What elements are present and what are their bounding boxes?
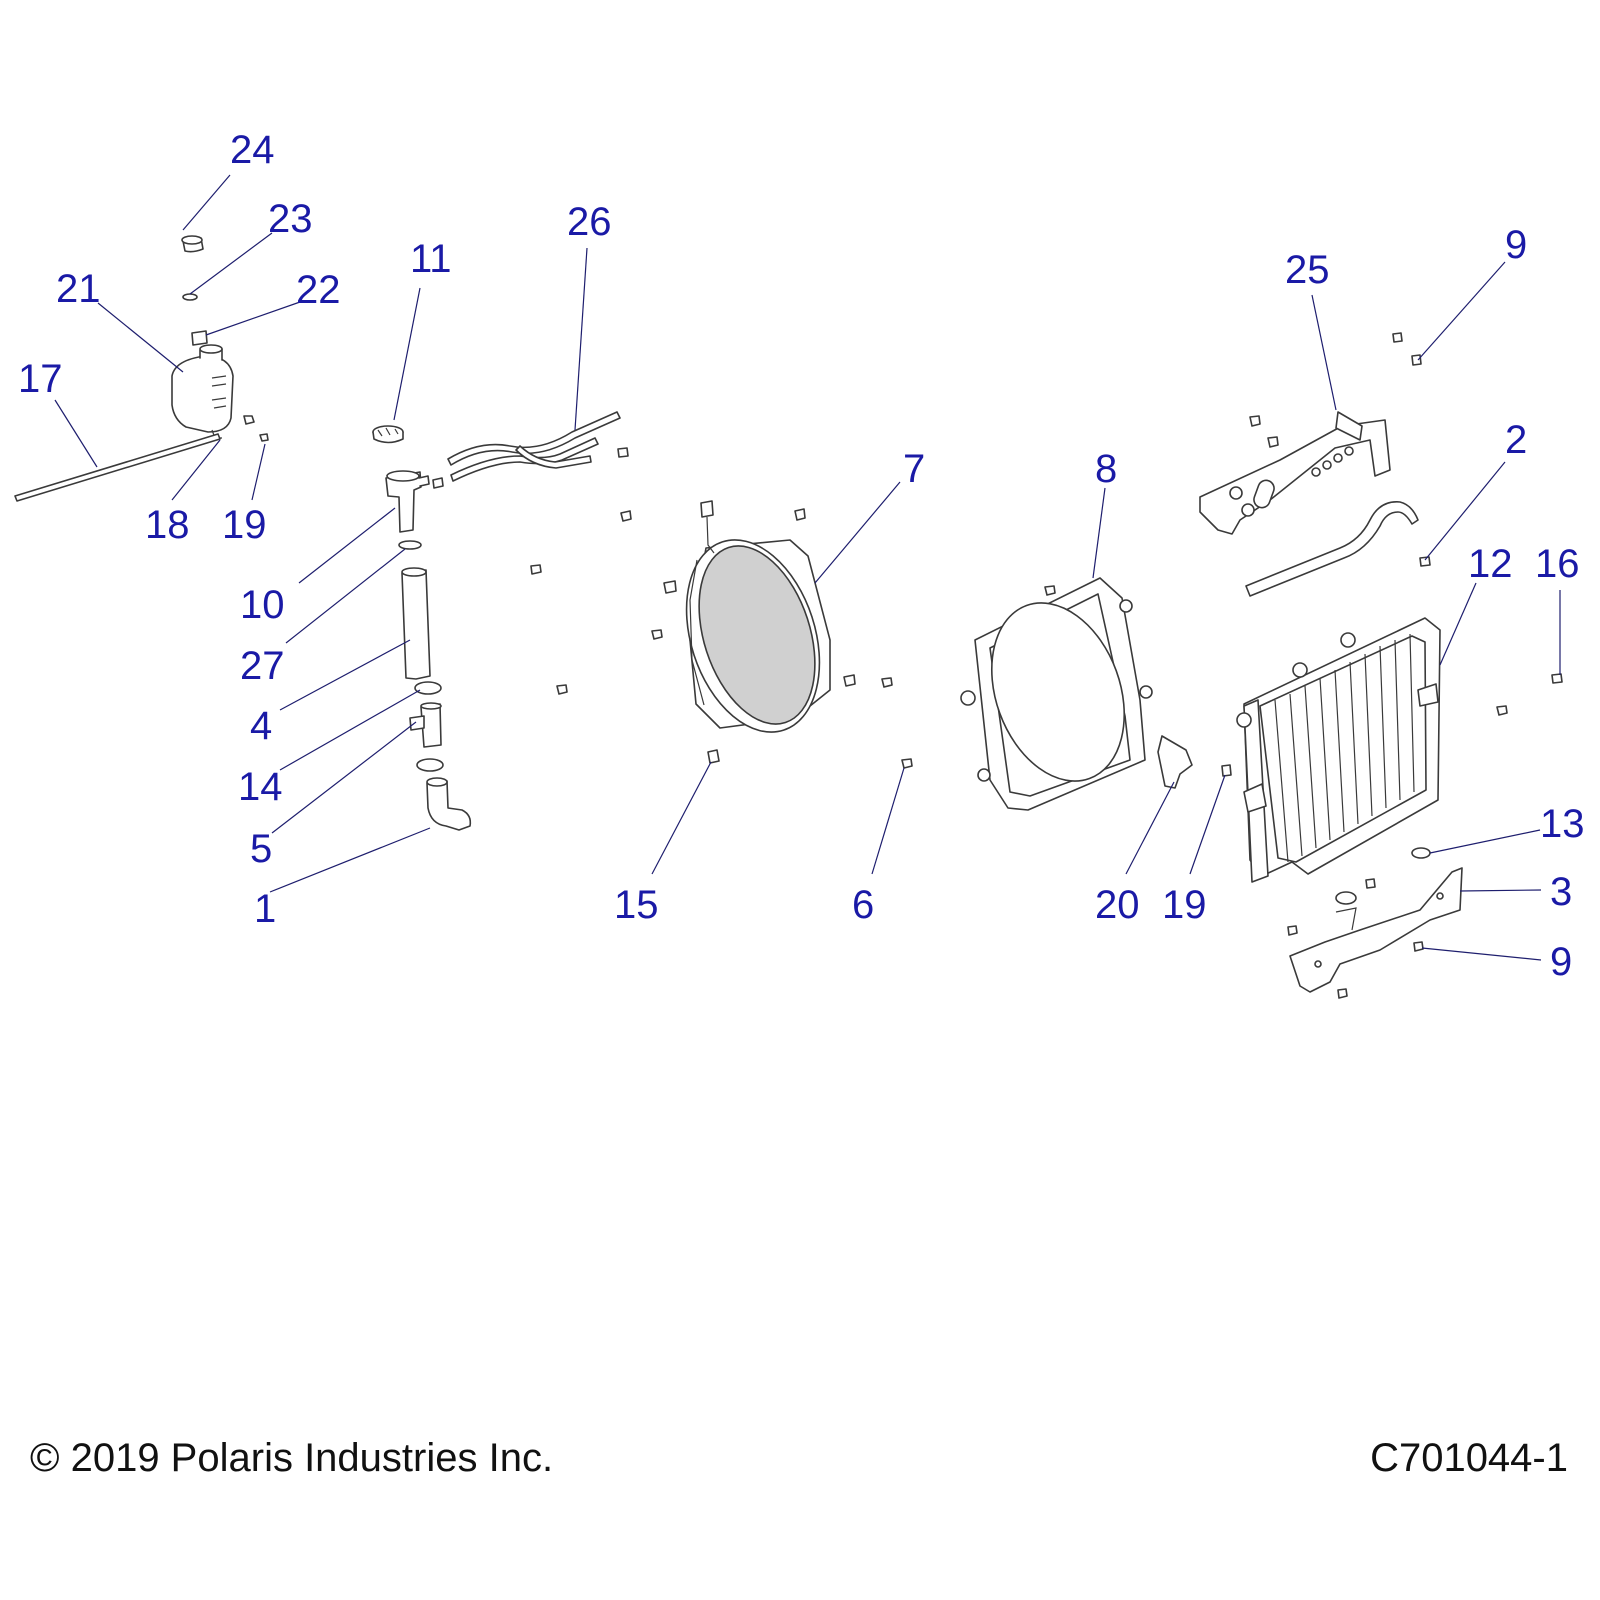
callout-16: 16 [1535,542,1580,586]
part-tee-fitting [409,702,442,748]
part-clamp [398,540,422,550]
part-screw-radiator-side [1496,705,1508,716]
part-cap [181,235,204,253]
callout-19-right: 19 [1162,883,1207,927]
part-radiator-hose [1245,501,1419,597]
callout-21: 21 [56,267,101,311]
part-hose-clamp-lower [416,758,444,772]
callout-22: 22 [296,268,341,312]
part-screw-upper [1392,332,1403,343]
part-filler-housing [385,470,430,533]
callout-5: 5 [250,827,272,871]
callout-6: 6 [852,883,874,927]
callout-labels: 24 23 21 22 17 18 19 11 26 10 27 4 14 5 … [18,128,1585,984]
part-nut [243,415,255,425]
drawing-number: C701044-1 [1370,1436,1568,1480]
part-cooling-fan [685,500,831,733]
leader-lines [54,174,1561,961]
callout-9-bottom: 9 [1550,940,1572,984]
copyright-notice: © 2019 Polaris Industries Inc. [30,1436,554,1480]
callout-3: 3 [1550,870,1572,914]
part-nut-right [1221,764,1232,777]
part-overflow-tube [14,433,221,502]
part-shroud-bracket [1157,735,1193,789]
part-filler-neck [191,330,208,346]
callout-2: 2 [1505,418,1527,462]
part-hose-clamp-upper [414,681,442,695]
part-coolant-reservoir [171,344,234,439]
callout-15: 15 [614,883,659,927]
part-grommet [1411,847,1431,859]
callout-13: 13 [1540,802,1585,846]
callout-24: 24 [230,128,275,172]
callout-10: 10 [240,583,285,627]
callout-14: 14 [238,765,283,809]
part-screw-upper-2 [1411,354,1422,366]
part-bushing [707,749,720,764]
part-hose-clip [1419,556,1431,567]
callout-23: 23 [268,197,313,241]
callout-27: 27 [240,644,285,688]
part-o-ring [182,293,198,301]
callout-26: 26 [567,200,612,244]
callout-4: 4 [250,704,272,748]
part-small-clip [432,477,444,489]
part-radiator-screw [1551,673,1563,684]
callout-7: 7 [903,447,925,491]
part-radiator-mount-bracket [1199,411,1391,535]
callout-18: 18 [145,503,190,547]
callout-19: 19 [222,503,267,547]
part-screw [259,433,269,442]
callout-8: 8 [1095,447,1117,491]
part-radiator [1236,617,1441,883]
part-radiator-cap [372,425,404,444]
callout-12: 12 [1468,542,1513,586]
part-elbow-hose [426,777,472,831]
callout-17: 17 [18,357,63,401]
part-vent-hoses [447,411,621,482]
callout-20: 20 [1095,883,1140,927]
part-fan-shroud [960,577,1153,811]
callout-1: 1 [254,887,276,931]
callout-25: 25 [1285,248,1330,292]
part-grommet-2 [1335,891,1357,905]
callout-11: 11 [410,237,452,281]
callout-9-top: 9 [1505,223,1527,267]
part-lower-bracket [1287,867,1463,999]
part-coolant-hose [401,567,431,680]
